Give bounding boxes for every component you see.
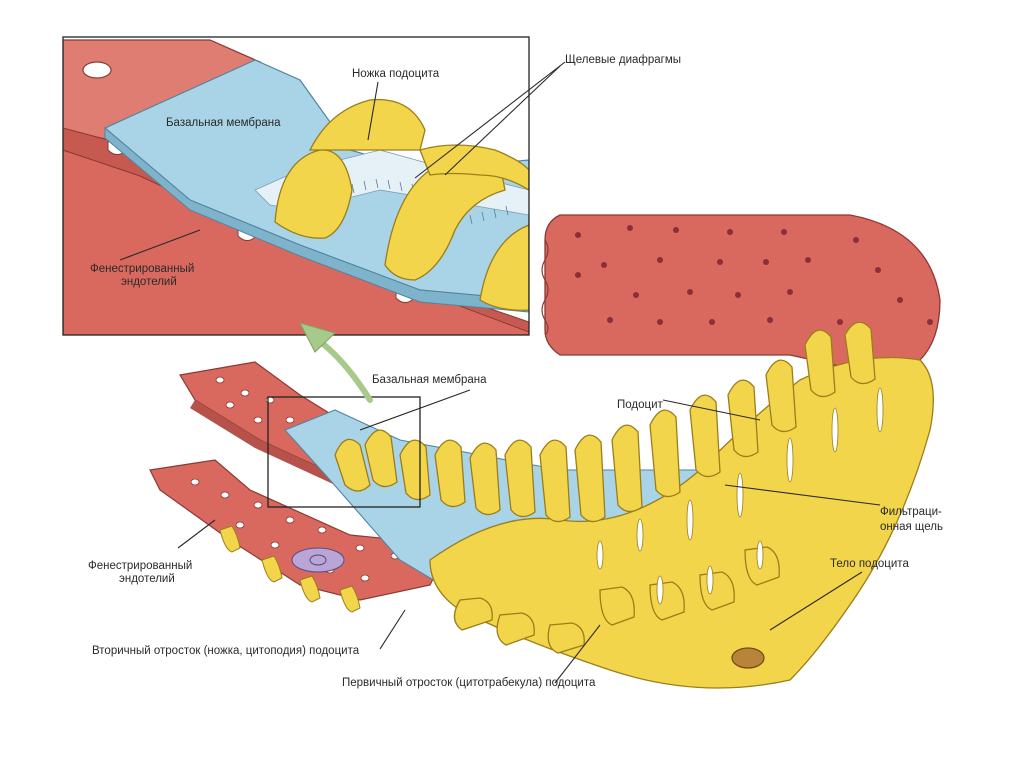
labels: Ножка подоцита Щелевые диафрагмы Базальн… [88,54,943,689]
inset-fenestra-hole [82,61,112,79]
label-fenestrated-endothelium-main-1: Фенестрированный [88,560,192,572]
label-fenestrated-endothelium-main-2: эндотелий [119,573,175,585]
podocyte-body-nucleus [731,647,765,669]
capillary-tube [541,214,941,376]
filtration-slits [596,387,884,605]
label-podocyte-foot: Ножка подоцита [352,68,440,80]
label-filtration-slit-1: Фильтраци- [880,506,942,518]
label-primary-process: Первичный отросток (цитотрабекула) подоц… [342,677,596,689]
inset-podocyte-feet [274,98,529,311]
label-fenestrated-endothelium-inset-1: Фенестрированный [90,263,194,275]
label-basal-membrane-inset: Базальная мембрана [166,117,281,129]
label-podocyte-body: Тело подоцита [830,558,909,570]
podocyte [334,321,934,689]
leader-lines [119,61,881,684]
label-fenestrated-endothelium-inset-2: эндотелий [121,276,177,288]
zoom-region-box [267,396,421,508]
label-basal-membrane-main: Базальная мембрана [372,374,487,386]
secondary-processes [219,525,361,613]
zoom-arrow [299,322,373,403]
label-slit-diaphragms: Щелевые диафрагмы [565,54,681,66]
inset-panel [62,36,530,336]
label-secondary-process: Вторичный отросток (ножка, цитоподия) по… [92,645,360,657]
endothelial-nucleus [291,547,345,573]
label-podocyte: Подоцит [617,399,664,411]
label-filtration-slit-2: онная щель [880,521,943,533]
